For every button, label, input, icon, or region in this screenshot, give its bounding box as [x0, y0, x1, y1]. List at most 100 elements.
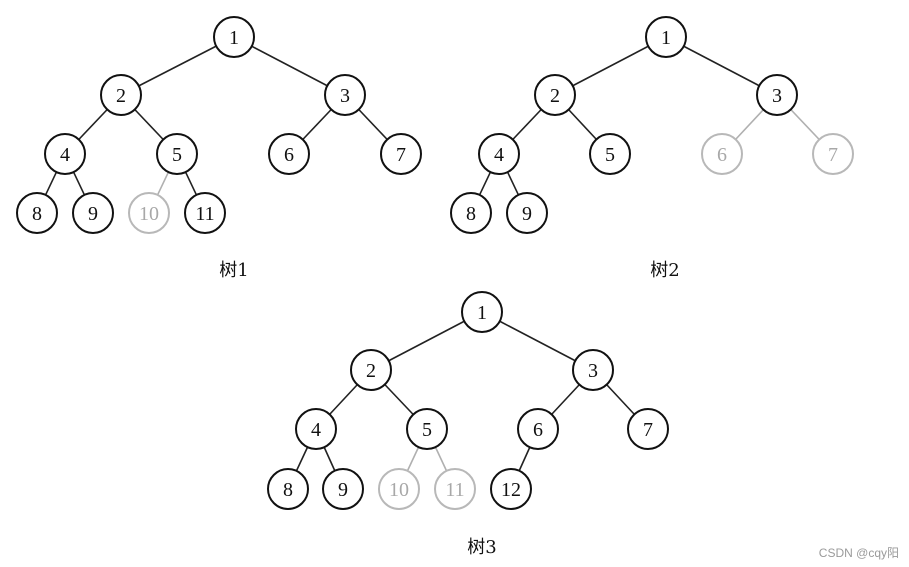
node-circle [267, 468, 309, 510]
tree3-node-7: 7 [627, 408, 669, 450]
node-circle [322, 468, 364, 510]
tree1-node-1: 1 [213, 16, 255, 58]
tree2-node-7: 7 [812, 133, 854, 175]
node-label: 2 [116, 85, 126, 107]
tree1-edge-5-10 [156, 171, 170, 196]
tree3-edge-6-12 [518, 446, 531, 472]
tree2-node-9: 9 [506, 192, 548, 234]
tree2-node-6: 6 [701, 133, 743, 175]
node-circle [434, 468, 476, 510]
node-circle [645, 16, 687, 58]
node-circle [490, 468, 532, 510]
tree3-node-4: 4 [295, 408, 337, 450]
tree2-edge-4-9 [506, 171, 520, 196]
node-label: 4 [60, 144, 70, 166]
node-label: 3 [772, 85, 782, 107]
tree1-node-7: 7 [380, 133, 422, 175]
node-label: 5 [605, 144, 615, 166]
tree2-node-5: 5 [589, 133, 631, 175]
node-label: 7 [828, 144, 838, 166]
tree2-edge-4-8 [478, 171, 492, 196]
tree3-edge-2-4 [329, 384, 358, 415]
node-label: 1 [661, 27, 671, 49]
node-label: 8 [283, 479, 293, 501]
tree3-edge-5-10 [406, 446, 420, 472]
node-circle [380, 133, 422, 175]
node-circle [16, 192, 58, 234]
tree2-edge-1-2 [572, 45, 649, 87]
node-label: 10 [389, 479, 409, 501]
tree2-node-2: 2 [534, 74, 576, 116]
node-label: 6 [284, 144, 294, 166]
node-label: 6 [533, 419, 543, 441]
tree3-edge-1-2 [388, 320, 465, 362]
tree2-edge-2-5 [568, 109, 597, 140]
node-circle [156, 133, 198, 175]
tree1-node-10: 10 [128, 192, 170, 234]
node-circle [701, 133, 743, 175]
tree3-node-1: 1 [461, 291, 503, 333]
node-label: 7 [643, 419, 653, 441]
tree3-edge-5-11 [434, 446, 448, 472]
tree3-edge-2-5 [384, 383, 414, 416]
tree3-node-5: 5 [406, 408, 448, 450]
node-circle [406, 408, 448, 450]
tree3-node-8: 8 [267, 468, 309, 510]
tree3-edge-1-3 [499, 320, 576, 362]
node-label: 9 [338, 479, 348, 501]
tree3-edge-3-7 [606, 384, 635, 415]
node-circle [534, 74, 576, 116]
node-label: 8 [466, 203, 476, 225]
tree1-edge-4-8 [44, 171, 58, 196]
node-label: 3 [588, 360, 598, 382]
tree1-edge-5-11 [184, 171, 198, 196]
tree1-node-6: 6 [268, 133, 310, 175]
tree1-node-9: 9 [72, 192, 114, 234]
tree3-node-2: 2 [350, 349, 392, 391]
tree2-edge-2-4 [512, 108, 542, 141]
node-circle [100, 74, 142, 116]
node-label: 6 [717, 144, 727, 166]
node-label: 7 [396, 144, 406, 166]
node-circle [350, 349, 392, 391]
watermark: CSDN @cqy阳 [818, 546, 899, 560]
node-label: 9 [88, 203, 98, 225]
tree1-node-4: 4 [44, 133, 86, 175]
node-label: 5 [422, 419, 432, 441]
tree1-node-8: 8 [16, 192, 58, 234]
tree3-node-9: 9 [322, 468, 364, 510]
tree1-edge-3-7 [358, 108, 388, 141]
tree2-node-1: 1 [645, 16, 687, 58]
node-label: 4 [494, 144, 504, 166]
tree1-node-11: 11 [184, 192, 226, 234]
tree3-node-11: 11 [434, 468, 476, 510]
node-circle [213, 16, 255, 58]
node-circle [756, 74, 798, 116]
tree2-node-4: 4 [478, 133, 520, 175]
node-circle [461, 291, 503, 333]
tree1-caption: 树1 [219, 260, 248, 281]
tree3-node-12: 12 [490, 468, 532, 510]
tree1-edge-1-2 [138, 45, 217, 87]
node-circle [812, 133, 854, 175]
tree1-edge-2-5 [134, 108, 164, 141]
tree2-edge-3-6 [735, 109, 764, 140]
node-circle [478, 133, 520, 175]
node-label: 8 [32, 203, 42, 225]
node-label: 3 [340, 85, 350, 107]
node-circle [589, 133, 631, 175]
node-circle [72, 192, 114, 234]
node-label: 1 [477, 302, 487, 324]
node-label: 5 [172, 144, 182, 166]
node-circle [627, 408, 669, 450]
node-label: 1 [229, 27, 239, 49]
node-label: 11 [445, 479, 464, 501]
node-circle [450, 192, 492, 234]
node-circle [324, 74, 366, 116]
tree2-node-8: 8 [450, 192, 492, 234]
node-circle [378, 468, 420, 510]
tree1-node-3: 3 [324, 74, 366, 116]
